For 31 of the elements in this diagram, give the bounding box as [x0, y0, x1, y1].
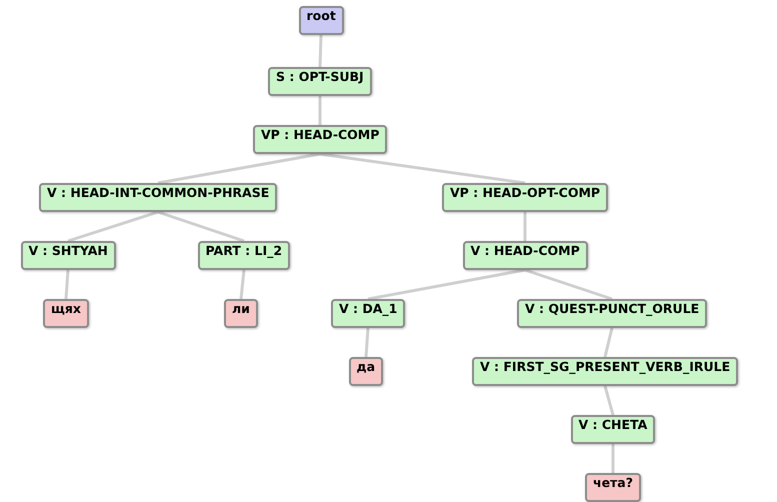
tree-branch [158, 152, 320, 184]
tree-branch [320, 152, 526, 184]
tree-branch [604, 328, 614, 358]
phrase-node: VP : HEAD-COMP [253, 125, 388, 154]
phrase-node: V : HEAD-INT-COMMON-PHRASE [39, 183, 278, 212]
tree-branch [612, 444, 614, 473]
word-node: чета? [585, 473, 641, 502]
phrase-node: VP : HEAD-OPT-COMP [442, 183, 608, 212]
phrase-node: PART : LI_2 [198, 241, 290, 270]
tree-branch [240, 270, 246, 300]
word-node: да [348, 357, 384, 386]
phrase-node: V : SHTYAH [20, 241, 116, 270]
tree-branch [158, 210, 244, 242]
phrase-node: V : DA_1 [331, 299, 406, 328]
phrase-node: S : OPT-SUBJ [268, 67, 372, 96]
tree-branch [364, 328, 370, 358]
tree-branch [318, 96, 322, 125]
tree-branch [68, 210, 158, 242]
tree-branch [318, 34, 322, 68]
word-node: ли [224, 299, 258, 328]
phrase-node: V : QUEST-PUNCT_ORULE [517, 299, 708, 328]
phrase-node: V : HEAD-COMP [462, 241, 588, 270]
tree-branch [64, 270, 70, 300]
tree-branch [604, 386, 614, 416]
word-node: щях [43, 299, 89, 328]
tree-branch [524, 212, 526, 241]
phrase-node: V : FIRST_SG_PRESENT_VERB_IRULE [472, 357, 738, 386]
tree-branch [368, 268, 526, 300]
phrase-node: V : CHETA [570, 415, 656, 444]
root-node: root [298, 6, 344, 35]
tree-branch [524, 268, 612, 300]
